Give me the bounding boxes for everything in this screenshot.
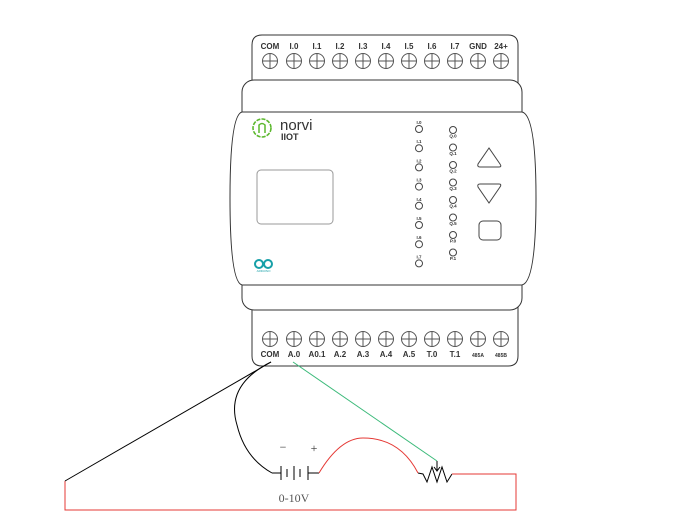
ok-button[interactable] (478, 220, 502, 241)
output-led-indicator (449, 178, 457, 187)
terminal-screw-t1[interactable] (447, 331, 463, 347)
terminal-screw-a0[interactable] (286, 331, 302, 347)
input-led-indicator (415, 259, 423, 268)
terminal-screw-i0[interactable] (286, 53, 302, 69)
terminal-screw-i3[interactable] (355, 53, 371, 69)
battery-symbol (272, 466, 319, 480)
com-ground-wire (64, 361, 272, 482)
led-label: I.0 (416, 120, 422, 125)
led-label: I.3 (416, 178, 422, 183)
led-label: P.1 (450, 256, 457, 261)
terminal-screw-a4[interactable] (378, 331, 394, 347)
output-led-indicator (449, 213, 457, 222)
terminal-screw-i4[interactable] (378, 53, 394, 69)
terminal-screw-a2[interactable] (332, 331, 348, 347)
led-label: Q.0 (449, 134, 457, 139)
battery-minus-label: − (280, 440, 287, 454)
model-name: IIOT (281, 132, 299, 142)
terminal-screw-com[interactable] (262, 331, 278, 347)
terminal-screw-485b[interactable] (493, 331, 509, 347)
output-led-indicator (449, 161, 457, 169)
brand-name: norvi (280, 117, 313, 134)
led-label: Q.4 (449, 204, 457, 209)
signal-wire (292, 361, 438, 462)
terminal-label: I.3 (359, 42, 368, 51)
terminal-label: I.1 (313, 42, 322, 51)
terminal-label: I.2 (336, 42, 345, 51)
terminal-label: A.3 (357, 350, 370, 359)
input-led-indicator (415, 125, 423, 133)
terminal-label: COM (261, 350, 280, 359)
terminal-label: GND (469, 42, 487, 51)
terminal-screw-a5[interactable] (401, 331, 417, 347)
terminal-screw-i2[interactable] (332, 53, 348, 69)
terminal-screw-i5[interactable] (401, 53, 417, 69)
front-panel (229, 111, 537, 286)
output-led-indicator (449, 231, 457, 239)
source-voltage-label: 0-10V (279, 491, 310, 505)
wiper-arrow (433, 461, 441, 472)
terminal-label: 24+ (494, 42, 508, 51)
led-label: Q.3 (449, 186, 457, 191)
terminal-label: A0.1 (309, 350, 326, 359)
led-label: Q.1 (449, 151, 457, 156)
terminal-label: I.5 (405, 42, 414, 51)
terminal-label: T.0 (427, 350, 438, 359)
led-label: I.6 (416, 235, 422, 240)
terminal-label: COM (261, 42, 280, 51)
led-label: P.0 (450, 239, 457, 244)
arduino-logo: ARDUINO (254, 259, 273, 273)
input-led-indicator (415, 240, 423, 249)
led-label: I.2 (416, 158, 422, 163)
norvi-logo: norvi IIOT (252, 117, 313, 142)
input-led-indicator (415, 163, 423, 172)
up-button[interactable] (477, 147, 502, 168)
terminal-screw-a01[interactable] (309, 331, 325, 347)
input-led-indicator (415, 144, 423, 153)
output-led-indicator (449, 196, 457, 204)
led-label: I.1 (416, 139, 422, 144)
battery-positive-wire (318, 437, 419, 474)
resistor-zigzag (417, 465, 453, 484)
terminal-label: I.7 (451, 42, 460, 51)
led-label: Q.5 (449, 221, 457, 226)
terminal-screw-i7[interactable] (447, 53, 463, 69)
led-label: I.7 (416, 254, 422, 259)
output-led-indicator (449, 126, 457, 134)
output-led-indicator (449, 248, 457, 257)
terminal-screw-i6[interactable] (424, 53, 440, 69)
terminal-screw-gnd[interactable] (470, 53, 486, 69)
terminal-label: I.4 (382, 42, 391, 51)
terminal-screw-24[interactable] (493, 53, 509, 69)
led-label: I.5 (416, 216, 422, 221)
terminal-screw-com[interactable] (262, 53, 278, 69)
terminal-screw-t0[interactable] (424, 331, 440, 347)
output-led-indicator (449, 143, 457, 152)
input-led-indicator (415, 221, 423, 229)
input-led-indicator (415, 182, 423, 191)
led-label: Q.2 (449, 169, 457, 174)
terminal-label: A.4 (380, 350, 393, 359)
down-button[interactable] (477, 183, 502, 204)
terminal-screw-a3[interactable] (355, 331, 371, 347)
terminal-label: A.2 (334, 350, 347, 359)
terminal-label: 485B (495, 353, 507, 359)
display-screen (256, 169, 334, 225)
input-led-indicator (415, 201, 423, 210)
terminal-screw-i1[interactable] (309, 53, 325, 69)
terminal-screw-485a[interactable] (470, 331, 486, 347)
terminal-label: T.1 (450, 350, 461, 359)
led-label: I.4 (416, 197, 422, 202)
terminal-label: I.6 (428, 42, 437, 51)
terminal-label: A.5 (403, 350, 416, 359)
svg-text:ARDUINO: ARDUINO (257, 269, 272, 273)
return-wire (64, 473, 517, 511)
battery-minus-wire (234, 361, 273, 474)
battery-plus-label: + (311, 441, 318, 455)
terminal-label: A.0 (288, 350, 301, 359)
terminal-label: 485A (472, 353, 484, 359)
terminal-label: I.0 (290, 42, 299, 51)
